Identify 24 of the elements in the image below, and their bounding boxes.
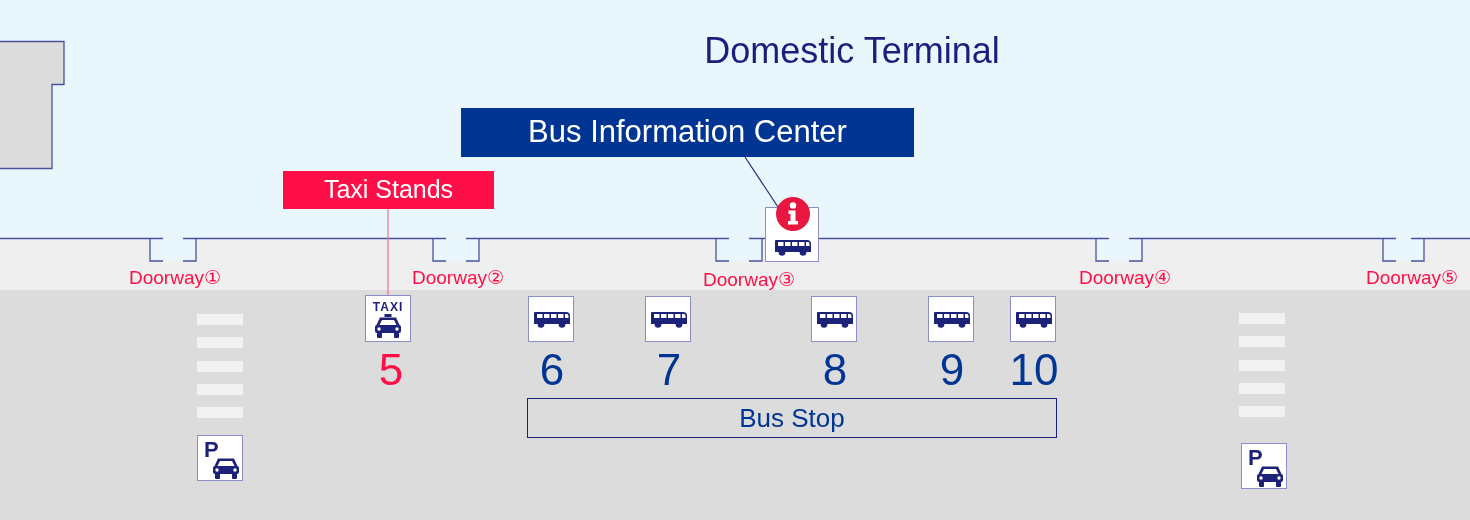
taxi-stand-banner: Taxi Stands <box>283 171 494 209</box>
stand-number: 5 <box>378 348 404 392</box>
stand-number: 6 <box>539 348 565 392</box>
sign-letter: P <box>204 439 219 461</box>
building-block <box>0 41 65 169</box>
terminal-title: Domestic Terminal <box>704 33 1000 69</box>
sign-text: TAXI <box>372 301 404 313</box>
bus-stop-banner: Bus Stop <box>527 398 1057 438</box>
leader-line <box>387 208 389 296</box>
stand-number: 10 <box>1009 348 1059 392</box>
stand-number: 9 <box>939 348 965 392</box>
parking-sign <box>197 435 243 481</box>
parking-sign <box>1241 443 1287 489</box>
doorway-label: Doorway② <box>412 268 504 287</box>
info-center-banner: Bus Information Center <box>461 108 914 157</box>
stand-number: 8 <box>822 348 848 392</box>
doorway-label: Doorway① <box>129 268 221 287</box>
doorway-label: Doorway④ <box>1079 268 1171 287</box>
stand-number: 7 <box>656 348 682 392</box>
doorway-label: Doorway③ <box>703 270 795 289</box>
sign-letter: P <box>1248 447 1263 469</box>
doorway-label: Doorway⑤ <box>1366 268 1458 287</box>
terminal-area <box>0 0 1470 238</box>
leader-line <box>744 156 779 208</box>
